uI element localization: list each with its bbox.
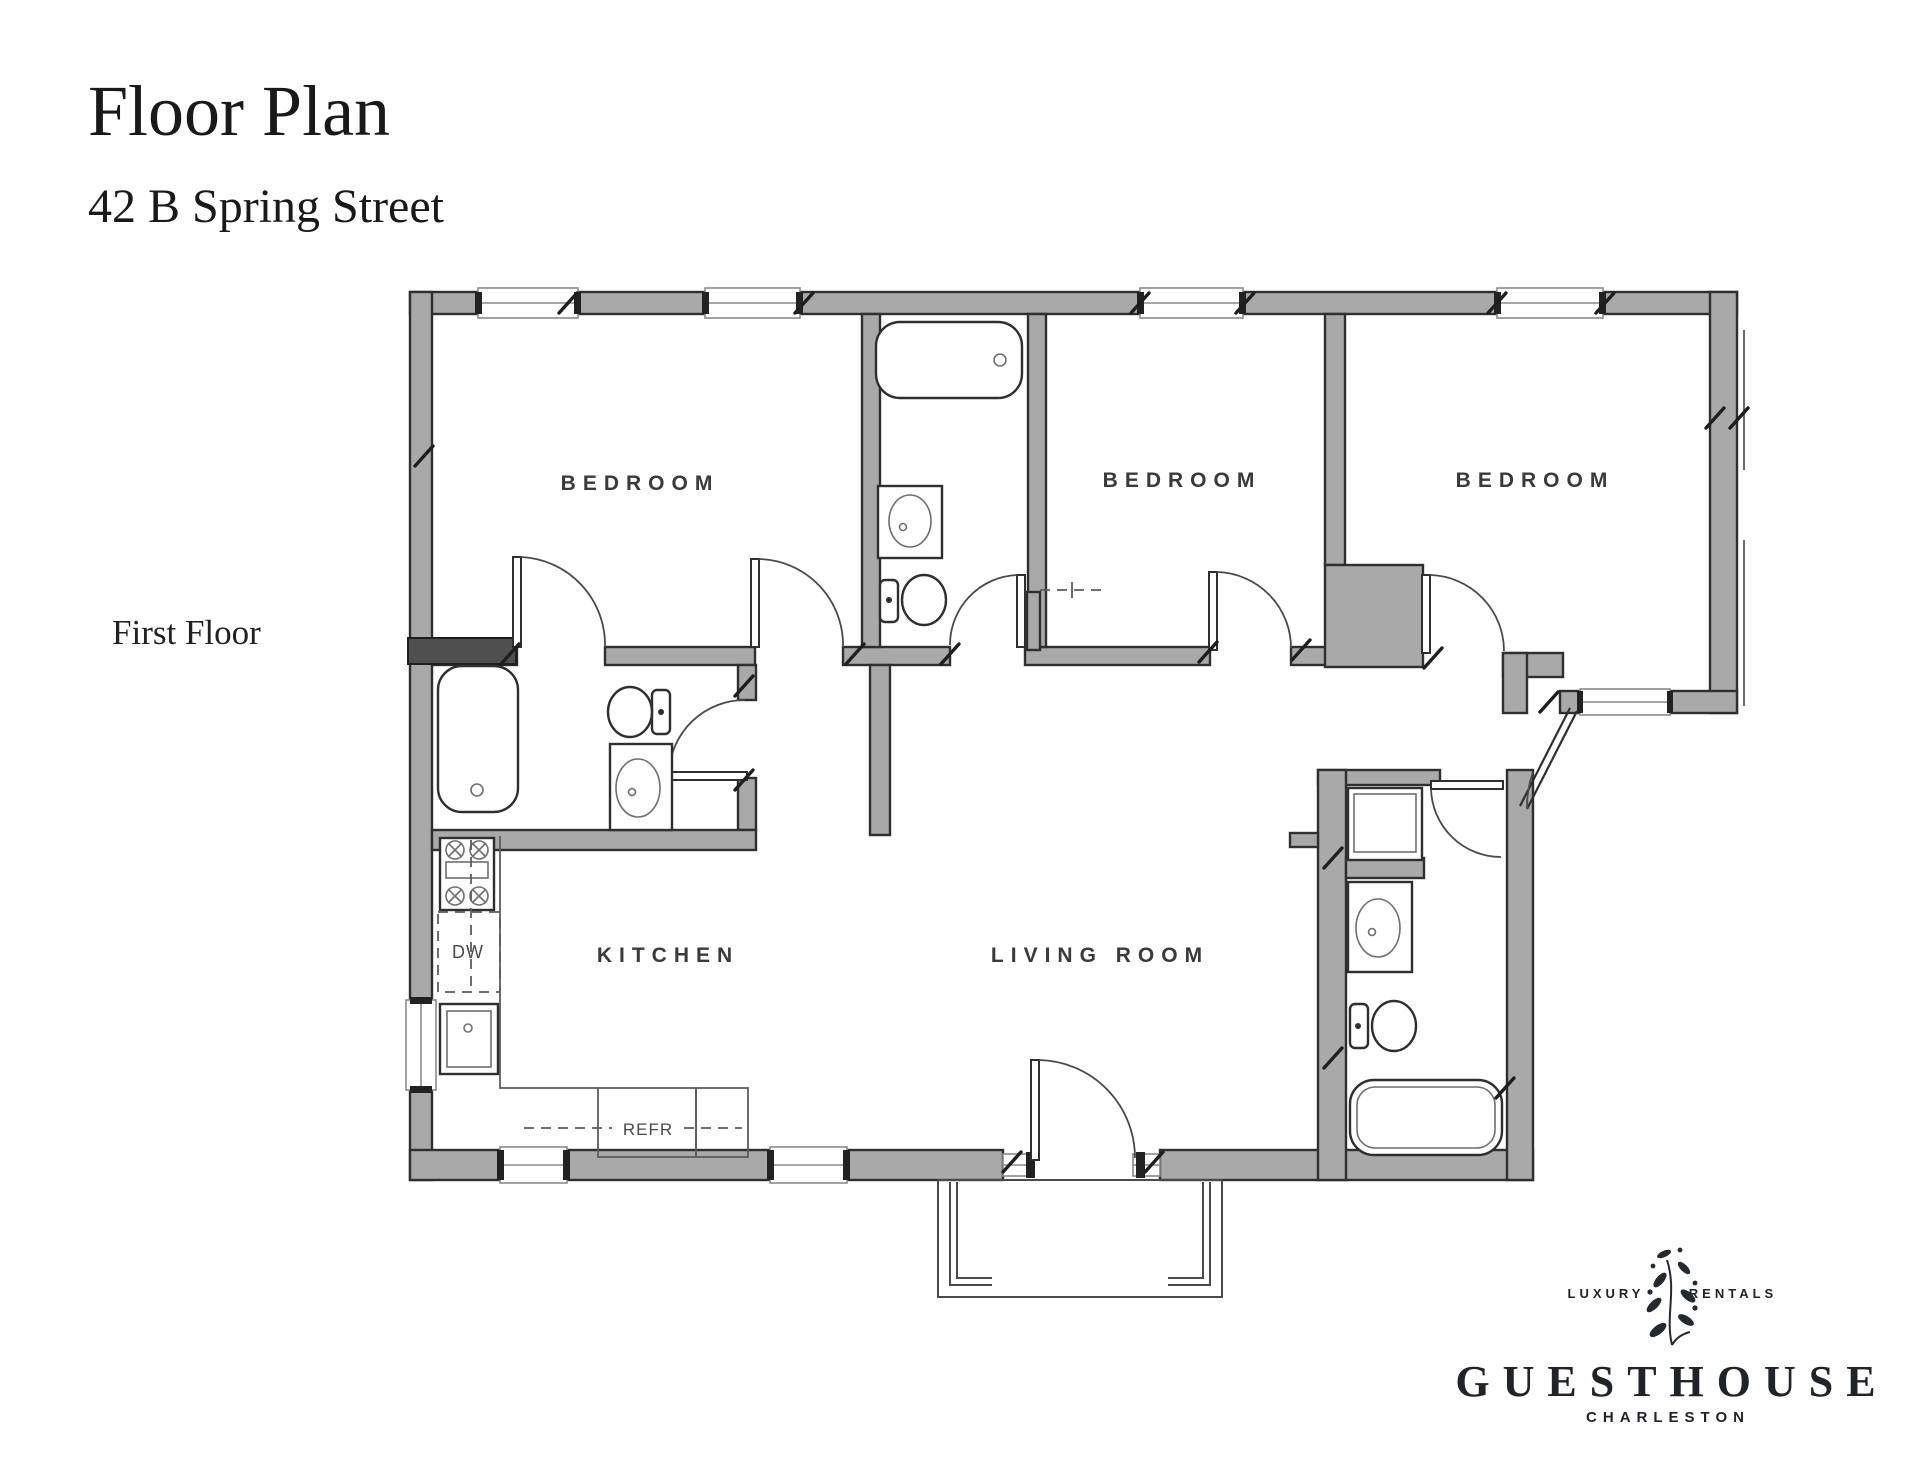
window-icon <box>497 1146 570 1184</box>
counter-edge <box>499 836 598 1089</box>
door-icon <box>668 699 748 781</box>
window-icon <box>475 287 581 319</box>
sink-icon <box>876 484 944 560</box>
room-label-kitchen: KITCHEN <box>597 944 739 967</box>
room-label-bedroom-2: BEDROOM <box>1103 469 1262 492</box>
logo-name: GUESTHOUSE <box>1455 1357 1888 1406</box>
door-icon <box>750 558 844 648</box>
wall-tick-marks <box>413 291 1750 1174</box>
closet-shelf <box>1346 786 1424 862</box>
windows <box>405 287 1673 1184</box>
front-door-icon <box>1026 1059 1145 1178</box>
window-icon <box>1494 287 1606 319</box>
kitchen-sink-icon <box>438 1002 500 1076</box>
window-icon <box>1137 287 1246 319</box>
door-icon <box>1430 780 1504 858</box>
logo: LUXURY RENTALS GUESTHOUSE CHARLESTON <box>1455 1247 1888 1426</box>
logo-tagline-right: RENTALS <box>1689 1286 1777 1301</box>
door-icon <box>1208 571 1292 651</box>
door-icon <box>1421 574 1505 654</box>
page-title: Floor Plan <box>88 71 390 151</box>
sink-icon <box>608 742 674 832</box>
bathtub-icon <box>874 320 1024 400</box>
exterior-walls <box>408 290 1745 1182</box>
dishwasher-label: DW <box>452 942 484 962</box>
toilet-icon <box>1348 999 1418 1053</box>
toilet-icon <box>878 573 948 627</box>
branch-icon <box>1646 1247 1698 1346</box>
refrigerator-icon: REFR <box>524 1087 749 1158</box>
page-subtitle: 42 B Spring Street <box>88 180 445 233</box>
bathtub-icon <box>436 664 520 814</box>
floor-label: First Floor <box>112 613 261 652</box>
back-door-icon <box>1519 707 1578 810</box>
window-icon <box>702 287 803 319</box>
bathtub-icon <box>1348 1078 1504 1157</box>
logo-tagline-left: LUXURY <box>1568 1286 1645 1301</box>
window-icon <box>405 997 437 1093</box>
toilet-icon <box>606 685 672 739</box>
interior-walls <box>407 312 1442 1182</box>
dark-wall-block <box>407 637 517 665</box>
room-label-bedroom-1: BEDROOM <box>561 472 720 495</box>
front-porch <box>937 1179 1223 1298</box>
refrigerator-label: REFR <box>623 1120 673 1139</box>
logo-location: CHARLESTON <box>1586 1409 1750 1426</box>
room-label-bedroom-3: BEDROOM <box>1456 469 1615 492</box>
bath-fixtures <box>436 320 1504 1157</box>
sink-icon <box>1346 880 1414 974</box>
window-icon <box>767 1146 850 1184</box>
header: Floor Plan 42 B Spring Street First Floo… <box>88 71 445 652</box>
door-icon <box>512 556 606 648</box>
room-labels: BEDROOM BEDROOM BEDROOM KITCHEN LIVING R… <box>561 469 1615 967</box>
window-icon <box>1577 688 1673 716</box>
kitchen-fixtures: DW REFR <box>437 836 749 1158</box>
stove-icon <box>438 836 496 912</box>
room-label-living-room: LIVING ROOM <box>991 944 1209 967</box>
door-icon <box>949 574 1026 648</box>
